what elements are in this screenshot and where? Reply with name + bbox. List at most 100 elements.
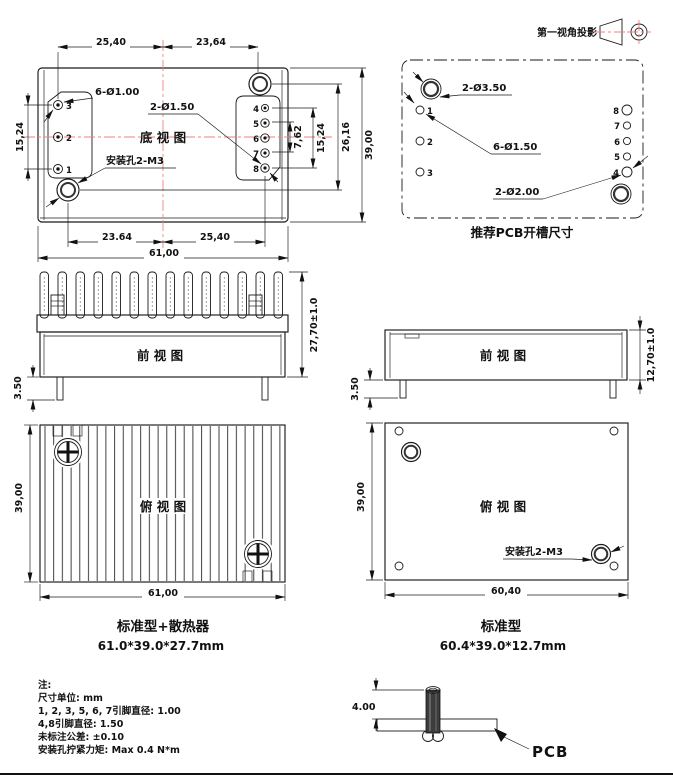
pin-number: 4 bbox=[253, 105, 259, 115]
dim: 61,00 bbox=[148, 588, 178, 599]
pin-shaft bbox=[425, 689, 441, 734]
pin-number: 5 bbox=[614, 153, 620, 163]
heatsink-outline bbox=[39, 424, 286, 583]
dim: 60,40 bbox=[491, 586, 521, 597]
pin-number: 6 bbox=[614, 138, 620, 148]
pin-number: 7 bbox=[253, 150, 259, 160]
dim: 4.00 bbox=[352, 702, 376, 713]
pin-lead bbox=[56, 376, 64, 401]
cutout-hole-bottom-right bbox=[610, 183, 632, 205]
dim: 26,16 bbox=[341, 122, 352, 152]
pin-number: 2 bbox=[66, 134, 72, 144]
screw-top-left bbox=[52, 436, 84, 468]
top-view-std-callout: 安装孔2-M3 bbox=[503, 545, 625, 562]
front-view-hs-title: 前 视 图 bbox=[137, 348, 183, 363]
dim: 25,40 bbox=[96, 37, 126, 48]
pcb-arrow bbox=[494, 728, 507, 742]
callout-small-pins: 6-Ø1.00 bbox=[95, 86, 139, 98]
variant-caption: 标准型+散热器 bbox=[116, 618, 210, 635]
dim: 3.50 bbox=[13, 376, 24, 400]
front-view-heatsink: 前 视 图 27,70±1.0 3.50 bbox=[13, 271, 320, 412]
bottom-view: 3 2 1 4 5 6 7 8 6-Ø1.00 2-Ø1.50 安装孔2-M3 bbox=[15, 37, 375, 262]
dim: 23,64 bbox=[196, 37, 226, 48]
heatsink-base bbox=[36, 314, 289, 333]
cutout-pins-right: 8 7 6 5 4 bbox=[613, 104, 633, 179]
note-line: 注: bbox=[38, 679, 51, 691]
pin-lead bbox=[609, 379, 617, 399]
heatsink-fins bbox=[39, 271, 283, 319]
mount-hole-top-left bbox=[400, 441, 422, 463]
corner-pin bbox=[394, 561, 404, 571]
front-view-std-dimensions: 12,70±1.0 3.50 bbox=[350, 316, 657, 410]
cutout-hole-top-left bbox=[420, 78, 442, 100]
top-view-heatsink: 俯 视 图 39,00 61,00 标准型+散热器 61.0*39.0*27.7… bbox=[14, 424, 286, 653]
pin-number: 6 bbox=[253, 135, 259, 145]
front-view-hs-dimensions: 27,70±1.0 3.50 bbox=[13, 271, 320, 412]
pcb-board-outline bbox=[401, 59, 644, 219]
pin-number: 3 bbox=[427, 169, 433, 179]
cutout-pins-left: 1 2 3 bbox=[415, 105, 433, 179]
note-line: 安装孔拧紧力矩: Max 0.4 N*m bbox=[38, 744, 180, 756]
bottom-view-callouts: 6-Ø1.00 2-Ø1.50 安装孔2-M3 bbox=[43, 86, 279, 208]
pcb-section: 4.00 PCB bbox=[352, 678, 568, 761]
pin-number: 3 bbox=[66, 102, 72, 112]
variant-size: 61.0*39.0*27.7mm bbox=[98, 639, 224, 653]
module-body bbox=[384, 329, 628, 381]
pins-right: 4 5 6 7 8 bbox=[253, 103, 270, 175]
pcb-label-group: PCB bbox=[494, 728, 568, 761]
callout-small-holes: 6-Ø1.50 bbox=[493, 141, 537, 153]
dim: 7,62 bbox=[293, 125, 304, 148]
mounting-hole-top-right bbox=[248, 72, 272, 96]
front-view-standard: 前 视 图 12,70±1.0 3.50 bbox=[350, 316, 657, 410]
projection-label: 第一视角投影 bbox=[537, 26, 597, 39]
projection-cone-icon bbox=[599, 18, 623, 46]
note-line: 1, 2, 3, 5, 6, 7引脚直径: 1.00 bbox=[38, 705, 181, 717]
pin-lead bbox=[399, 379, 407, 399]
pin-number: 8 bbox=[253, 165, 259, 175]
pin-number: 1 bbox=[66, 166, 72, 176]
top-view-hs-title: 俯 视 图 bbox=[140, 499, 186, 514]
pin-number: 7 bbox=[614, 122, 620, 132]
callout-large-holes: 2-Ø2.00 bbox=[495, 186, 539, 198]
module-body bbox=[39, 331, 286, 378]
pcb-cutout-caption: 推荐PCB开槽尺寸 bbox=[471, 225, 574, 240]
dim: 15,24 bbox=[15, 122, 26, 152]
note-line: 尺寸单位: mm bbox=[38, 692, 103, 704]
top-view-standard: 俯 视 图 安装孔2-M3 39,00 60,40 标准型 60.4*39.0*… bbox=[356, 422, 629, 653]
cutout-callouts: 2-Ø3.50 6-Ø1.50 2-Ø2.00 bbox=[403, 71, 649, 200]
pcb-label: PCB bbox=[532, 743, 568, 761]
front-view-std-title: 前 视 图 bbox=[480, 348, 526, 363]
projection-symbol: 第一视角投影 bbox=[537, 18, 651, 46]
callout-large-pins: 2-Ø1.50 bbox=[150, 101, 194, 113]
dim: 39,00 bbox=[364, 130, 375, 160]
note-line: 未标注公差: ±0.10 bbox=[37, 731, 124, 743]
dim: 25,40 bbox=[200, 232, 230, 243]
dim: 61,00 bbox=[149, 248, 179, 259]
bottom-view-dimensions: 25,40 23,64 23.64 25,40 61,00 15,24 7,62 bbox=[15, 37, 375, 262]
dim: 15,24 bbox=[316, 123, 327, 153]
pin-top bbox=[425, 686, 441, 694]
top-view-std-title: 俯 视 图 bbox=[480, 499, 526, 514]
dim: 12,70±1.0 bbox=[646, 327, 657, 382]
bottom-view-linework bbox=[40, 70, 286, 220]
pin-number: 1 bbox=[427, 107, 433, 117]
corner-pin bbox=[609, 426, 619, 436]
callout-mount-holes: 2-Ø3.50 bbox=[462, 82, 506, 94]
corner-pin bbox=[609, 561, 619, 571]
pin-number: 4 bbox=[613, 169, 619, 179]
top-view-hs-dimensions: 39,00 61,00 bbox=[14, 424, 286, 601]
note-line: 4,8引脚直径: 1.50 bbox=[38, 718, 124, 730]
dim: 3.50 bbox=[350, 377, 361, 401]
bottom-view-title: 底 视 图 bbox=[140, 130, 186, 145]
callout-mount-hole: 安装孔2-M3 bbox=[106, 154, 164, 167]
dim: 27,70±1.0 bbox=[309, 297, 320, 352]
screw-bottom-right bbox=[242, 538, 274, 570]
pin-lead bbox=[261, 376, 269, 401]
callout-mount-hole: 安装孔2-M3 bbox=[505, 545, 563, 558]
mount-hole-bottom-right bbox=[590, 543, 612, 565]
corner-pin bbox=[394, 426, 404, 436]
top-view-std-dimensions: 39,00 60,40 bbox=[356, 422, 629, 599]
pins-left: 3 2 1 bbox=[53, 100, 72, 176]
